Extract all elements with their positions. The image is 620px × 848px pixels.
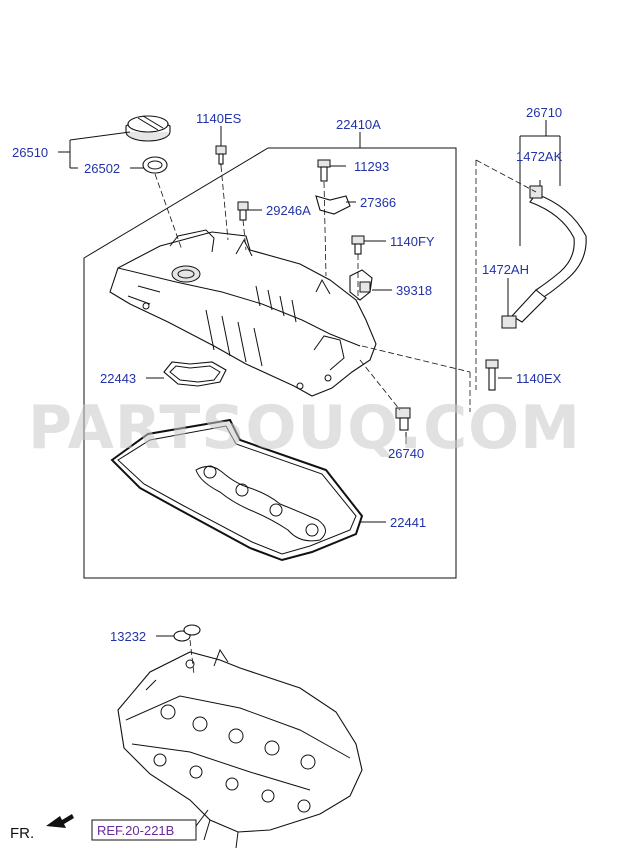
label-26740[interactable]: 26740 bbox=[388, 446, 424, 461]
watermark: PARTSOUQ.COM bbox=[28, 393, 581, 463]
label-1472ak[interactable]: 1472AK bbox=[516, 149, 563, 164]
oil-filler-cap[interactable] bbox=[125, 115, 171, 142]
label-26510[interactable]: 26510 bbox=[12, 145, 48, 160]
dashed-lines bbox=[154, 159, 537, 675]
plug-13232[interactable] bbox=[173, 624, 201, 642]
pcv-valve-26740[interactable] bbox=[395, 407, 411, 431]
gasket-22443[interactable] bbox=[163, 361, 227, 387]
bolt-1140es[interactable] bbox=[215, 145, 227, 166]
label-22410a[interactable]: 22410A bbox=[336, 117, 381, 132]
leader-lines bbox=[58, 120, 561, 827]
reference-box bbox=[91, 819, 197, 841]
label-26710[interactable]: 26710 bbox=[526, 105, 562, 120]
label-1472ah[interactable]: 1472AH bbox=[482, 262, 529, 277]
front-marker: FR. bbox=[10, 825, 34, 842]
front-arrow-icon bbox=[46, 814, 74, 828]
filler-cap-gasket[interactable] bbox=[142, 156, 168, 174]
cylinder-head bbox=[117, 648, 363, 848]
camshaft-sensor-39318[interactable] bbox=[349, 269, 373, 301]
label-1140fy[interactable]: 1140FY bbox=[390, 234, 435, 249]
label-22441[interactable]: 22441 bbox=[390, 515, 426, 530]
bolt-1140ex[interactable] bbox=[485, 359, 499, 391]
label-26502[interactable]: 26502 bbox=[84, 161, 120, 176]
label-27366[interactable]: 27366 bbox=[360, 195, 396, 210]
breather-hose-26710[interactable] bbox=[501, 185, 587, 329]
bracket-27366[interactable] bbox=[315, 195, 351, 215]
reference-link[interactable]: REF.20-221B bbox=[97, 823, 174, 838]
label-22443[interactable]: 22443 bbox=[100, 371, 136, 386]
sensor-29246a[interactable] bbox=[237, 201, 249, 221]
label-1140ex[interactable]: 1140EX bbox=[516, 371, 562, 386]
bolt-1140fy[interactable] bbox=[351, 235, 365, 255]
assembly-frame bbox=[83, 147, 457, 579]
label-13232[interactable]: 13232 bbox=[110, 629, 146, 644]
label-1140es[interactable]: 1140ES bbox=[196, 111, 242, 126]
valve-cover[interactable] bbox=[109, 229, 377, 397]
label-39318[interactable]: 39318 bbox=[396, 283, 432, 298]
label-29246a[interactable]: 29246A bbox=[266, 203, 311, 218]
rocker-cover-gasket-22441[interactable] bbox=[110, 418, 364, 562]
bolt-11293[interactable] bbox=[317, 159, 331, 182]
label-11293[interactable]: 11293 bbox=[354, 159, 389, 174]
